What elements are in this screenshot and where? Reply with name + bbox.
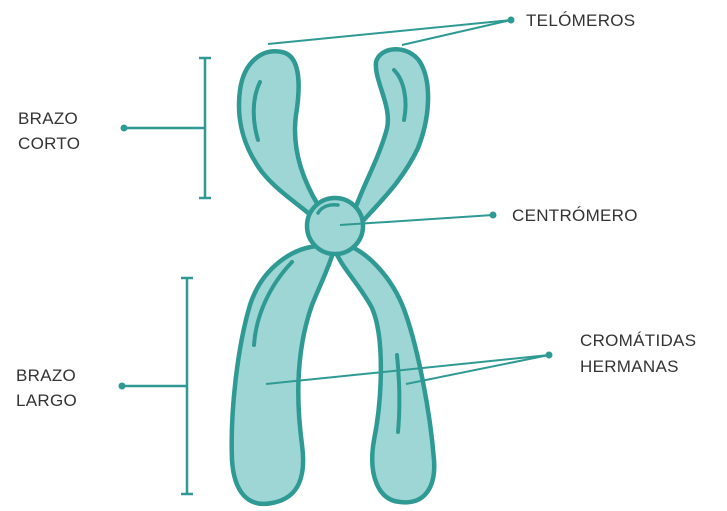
label-sister-chromatids-line2: HERMANAS — [580, 357, 679, 376]
long-arm-bracket — [119, 278, 194, 494]
short-arm-bracket — [121, 58, 212, 198]
upper-right-arm — [354, 49, 428, 222]
label-short-arm-line1: BRAZO — [18, 109, 78, 128]
label-long-arm-line1: BRAZO — [16, 366, 76, 385]
label-telomeres: TELÓMEROS — [526, 11, 635, 30]
label-long-arm-line2: LARGO — [16, 391, 77, 410]
upper-left-arm — [239, 51, 318, 218]
highlight-lower-right — [397, 355, 399, 432]
label-centromere: CENTRÓMERO — [512, 206, 638, 225]
lower-right-arm — [336, 246, 434, 502]
label-short-arm-line2: CORTO — [18, 134, 80, 153]
telomeres-leader — [268, 17, 515, 46]
lower-left-arm — [232, 246, 333, 504]
label-sister-chromatids-line1: CROMÁTIDAS — [580, 331, 696, 350]
